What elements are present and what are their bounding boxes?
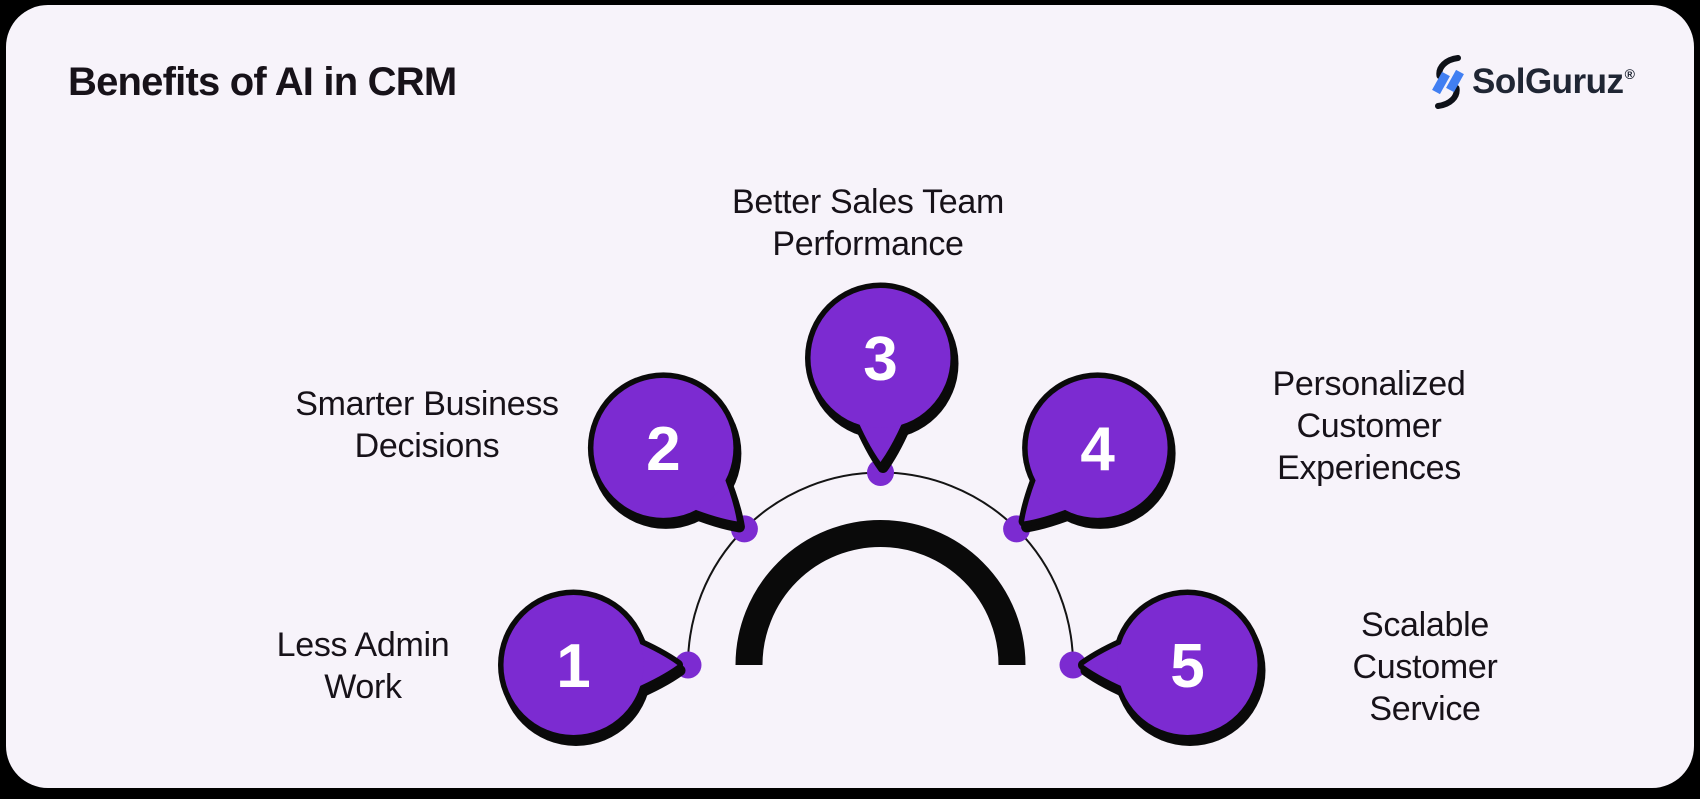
bubble-number: 2 (646, 415, 680, 484)
bubble-5: 5 (1078, 589, 1266, 746)
connector-dot-5 (1059, 651, 1087, 679)
hub-arc (735, 520, 1026, 666)
bubble-number: 3 (863, 325, 897, 394)
bubble-number: 5 (1170, 632, 1204, 701)
diagram-svg: 1 2 3 (498, 282, 1266, 746)
solguruz-bolt-icon (1432, 55, 1464, 109)
infographic-card: Benefits of AI in CRM SolGuruz® (6, 5, 1694, 788)
bubble-number: 1 (556, 632, 590, 701)
brand-name: SolGuruz® (1472, 55, 1635, 109)
bubble-1: 1 (498, 589, 686, 746)
brand-text: SolGuruz (1472, 62, 1624, 101)
bubble-3: 3 (805, 282, 959, 473)
registered-mark: ® (1624, 66, 1635, 82)
page-title: Benefits of AI in CRM (68, 60, 457, 104)
label-scalable-customer-service: Scalable Customer Service (1352, 606, 1498, 728)
label-better-sales-team-performance: Better Sales Team Performance (731, 183, 1005, 263)
brand-logo: SolGuruz® (1428, 53, 1635, 111)
label-personalized-customer-experiences: Personalized Customer Experiences (1272, 365, 1466, 487)
bubble-number: 4 (1080, 415, 1115, 484)
bubble-2: 2 (587, 372, 745, 533)
bubble-4: 4 (1018, 372, 1176, 533)
label-smarter-business-decisions: Smarter Business Decisions (295, 385, 559, 465)
label-less-admin-work: Less Admin Work (276, 626, 450, 706)
